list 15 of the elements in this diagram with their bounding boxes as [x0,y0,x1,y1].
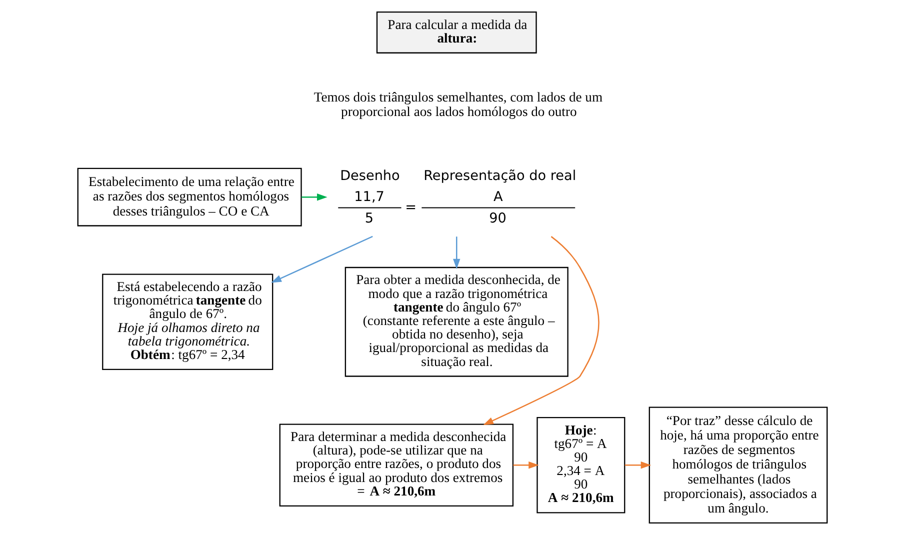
node-box: “Por traz” desse cálculo de hoje, há uma proporção entre razões de segmentos homólogos de triângulos semelhantes (lados proporcionais), associados a um ângulo. [648,406,828,524]
node-box: Hoje: tg67º = A 90 2,34 = A 90 A ≈ 210,6m [536,416,625,514]
node-box: Para obter a medida desconhecida, de modo que a razão trigonométrica tangente do ângulo 67º (constante referente a este ângulo – obtida no desenho), seja igual/proporcional as medidas da situação real. [344,266,568,377]
node-box: Está estabelecendo a razão trigonométrica tangente do ângulo de 67º. Hoje já olhamos direto na tabela trigonométrica. Obtém: tg67º = 2,34 [102,274,273,370]
arrow [512,462,538,469]
node-box: Para determinar a medida desconhecida (altura), pode-se utilizar que na proporção entre razões, o produto dos meios é igual ao produto dos extremos = A ≈ 210,6m [278,424,514,506]
arrow [452,236,460,270]
arrow [300,193,327,201]
node-box: Estabelecimento de uma relação entre as razões dos segmentos homólogos desses triângulos – CO e CA [76,168,302,226]
node-text: Temos dois triângulos semelhantes, com lados de um proporcional aos lados homólogos do outro [313,90,602,120]
node-text: Desenho Representação do real 11,7 = A 5 90 [340,168,576,227]
arrow [624,462,651,469]
arrow [482,236,599,426]
arrow [270,236,372,283]
node-box: Para calcular a medida da altura: [376,12,536,54]
